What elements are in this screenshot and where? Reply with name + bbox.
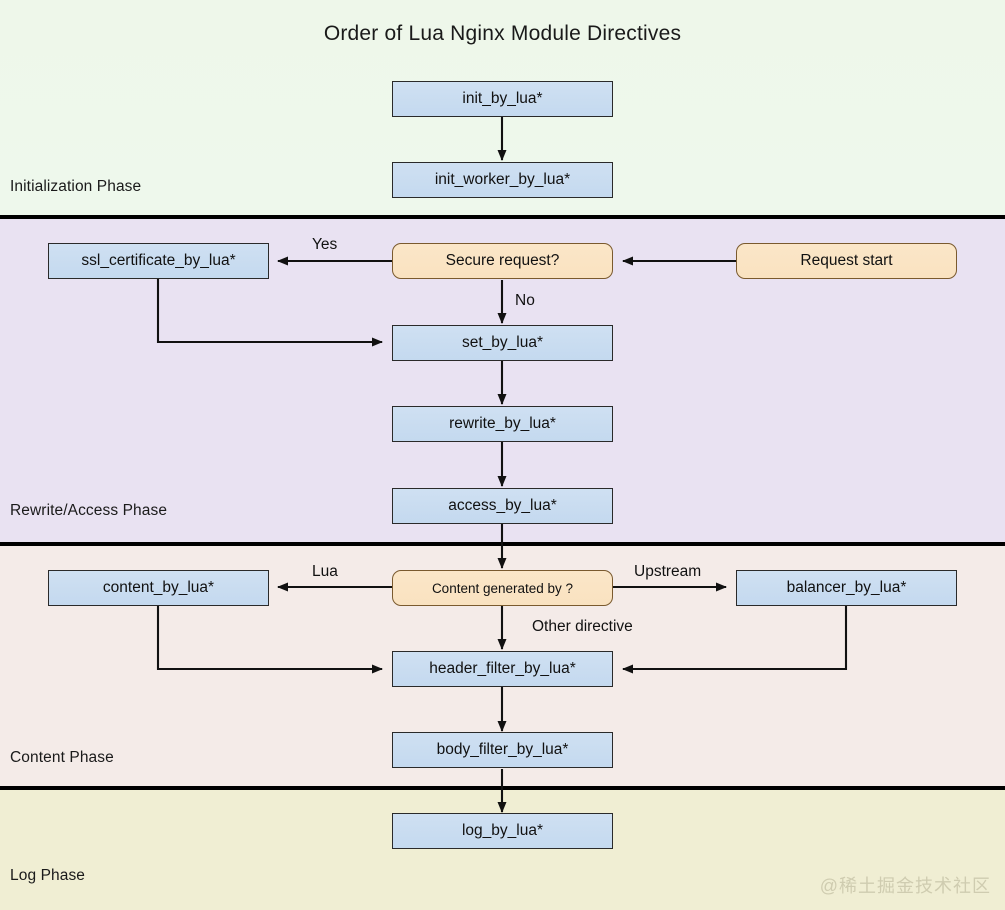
phase-label-log: Log Phase <box>10 867 86 884</box>
phase-label-initialization: Initialization Phase <box>10 178 142 195</box>
node-init-by-lua[interactable]: init_by_lua* <box>392 81 613 117</box>
node-label: ssl_certificate_by_lua* <box>81 252 236 269</box>
node-set-by-lua[interactable]: set_by_lua* <box>392 325 613 361</box>
edge-label-no: No <box>515 292 535 309</box>
node-request-start[interactable]: Request start <box>736 243 957 279</box>
node-label: Request start <box>800 252 893 269</box>
node-label: set_by_lua* <box>461 334 543 351</box>
phase-label-rewrite-access: Rewrite/Access Phase <box>10 502 168 519</box>
node-label: init_by_lua* <box>462 90 543 107</box>
node-access-by-lua[interactable]: access_by_lua* <box>392 488 613 524</box>
watermark: @稀土掘金技术社区 <box>819 876 991 896</box>
node-label: content_by_lua* <box>102 579 215 596</box>
page-title: Order of Lua Nginx Module Directives <box>323 22 682 45</box>
edge-label-other-directive: Other directive <box>532 618 633 635</box>
node-log-by-lua[interactable]: log_by_lua* <box>392 813 613 849</box>
node-header-filter-by-lua[interactable]: header_filter_by_lua* <box>392 651 613 687</box>
node-body-filter-by-lua[interactable]: body_filter_by_lua* <box>392 732 613 768</box>
node-label: balancer_by_lua* <box>786 579 907 596</box>
node-ssl-certificate-by-lua[interactable]: ssl_certificate_by_lua* <box>48 243 269 279</box>
phase-label-content: Content Phase <box>10 749 114 766</box>
node-label: log_by_lua* <box>461 822 543 839</box>
node-label: Content generated by ? <box>431 580 574 596</box>
node-init-worker-by-lua[interactable]: init_worker_by_lua* <box>392 162 613 198</box>
node-label: Secure request? <box>445 252 560 269</box>
edge-label-upstream: Upstream <box>634 563 702 580</box>
node-label: access_by_lua* <box>448 497 557 514</box>
edge-label-lua: Lua <box>312 563 338 580</box>
node-secure-request[interactable]: Secure request? <box>392 243 613 279</box>
edge-label-yes: Yes <box>312 236 338 253</box>
node-label: header_filter_by_lua* <box>429 660 576 677</box>
node-content-generated-by[interactable]: Content generated by ? <box>392 570 613 606</box>
node-rewrite-by-lua[interactable]: rewrite_by_lua* <box>392 406 613 442</box>
node-label: rewrite_by_lua* <box>449 415 556 432</box>
node-content-by-lua[interactable]: content_by_lua* <box>48 570 269 606</box>
node-balancer-by-lua[interactable]: balancer_by_lua* <box>736 570 957 606</box>
node-label: init_worker_by_lua* <box>434 171 571 188</box>
node-label: body_filter_by_lua* <box>436 741 569 758</box>
